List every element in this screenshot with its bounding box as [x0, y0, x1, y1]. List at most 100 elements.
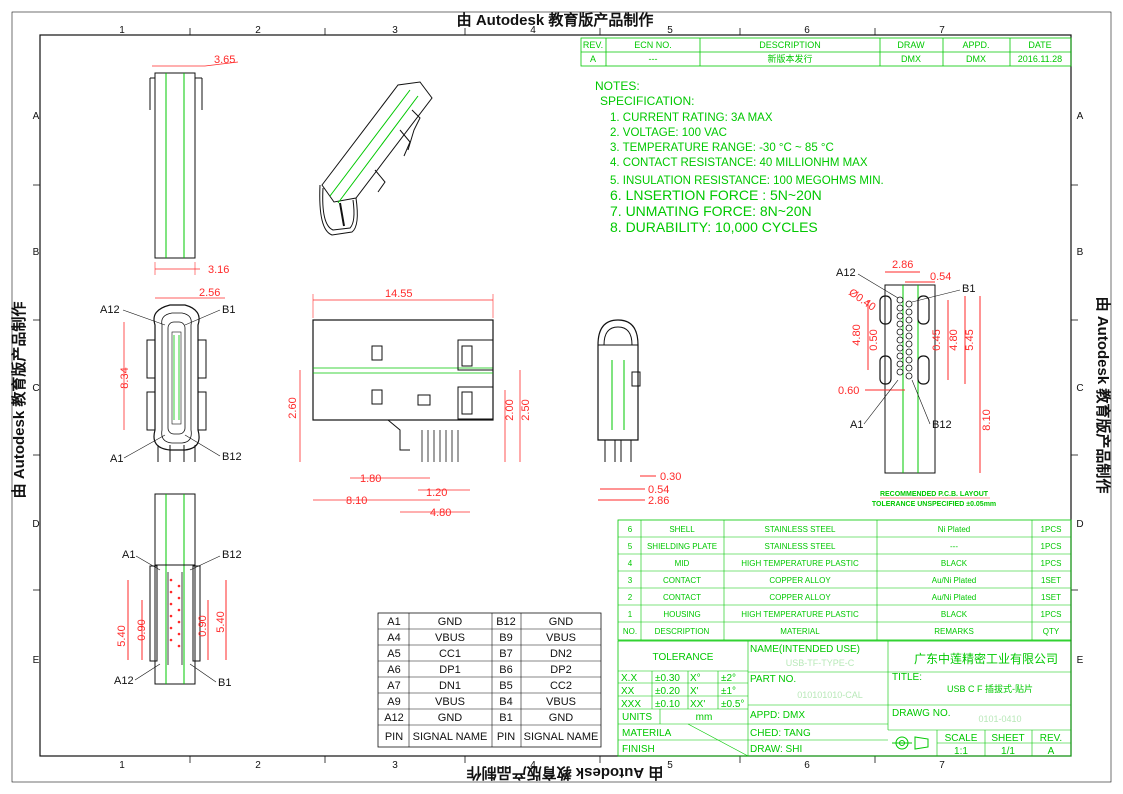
pin-cell-a-signal: GND	[438, 616, 463, 628]
rev-header-draw: DRAW	[897, 40, 925, 50]
scale-value: 1:1	[954, 746, 968, 757]
end-view: 0.30 0.54 2.86	[597, 319, 681, 507]
pin-header: PIN SIGNAL NAME PIN SIGNAL NAME	[385, 731, 599, 743]
pin-header-pin-b: PIN	[497, 731, 515, 743]
rev-header-description: DESCRIPTION	[759, 40, 821, 50]
bom-cell-material: HIGH TEMPERATURE PLASTIC	[741, 559, 859, 568]
dim-pcb-040: Ø0.40	[846, 287, 877, 314]
dim-pcb-286: 2.86	[892, 259, 913, 271]
dim-side-h1: 2.60	[287, 397, 299, 418]
bom-table	[617, 519, 1072, 641]
front-label-b12: B12	[222, 451, 242, 463]
note-item-5: 5. INSULATION RESISTANCE: 100 MEGOHMS MI…	[610, 175, 884, 187]
bom-cell-qty: 1SET	[1041, 576, 1061, 585]
note-item-1: 1. CURRENT RATING: 3A MAX	[610, 112, 773, 124]
bom-cell-no: 1	[628, 610, 633, 619]
notes-block: NOTES: SPECIFICATION: 1. CURRENT RATING:…	[595, 79, 884, 235]
name-label: NAME(INTENDED USE)	[750, 644, 860, 655]
col-label-5: 5	[667, 25, 673, 36]
pin-cell-a-signal: DN1	[439, 680, 461, 692]
pcb-note-2: TOLERANCE UNSPECIFIED ±0.05mm	[872, 501, 996, 508]
scale-label: SCALE	[945, 733, 978, 744]
bom-header-material: MATERIAL	[780, 627, 820, 636]
col-label-1-bottom: 1	[119, 760, 125, 771]
watermark-left: 由 Autodesk 教育版产品制作	[10, 302, 28, 499]
bom-cell-remarks: BLACK	[941, 559, 968, 568]
notes-title: NOTES:	[595, 79, 640, 93]
front-view: 2.56 8.34 A12 B1 A1 B12	[100, 287, 242, 465]
bom-cell-material: COPPER ALLOY	[769, 576, 831, 585]
rev-cell-ecn: ---	[649, 54, 658, 64]
bottom-label-a1: A1	[122, 549, 135, 561]
bom-cell-qty: 1SET	[1041, 593, 1061, 602]
dim-bottom-540a: 5.40	[116, 625, 128, 646]
dim-side-120: 1.20	[426, 487, 447, 499]
note-item-7: 7. UNMATING FORCE: 8N~20N	[610, 203, 812, 219]
dim-pcb-545: 5.45	[964, 329, 976, 350]
rev-header-rev: REV.	[583, 40, 603, 50]
pcb-label-a1: A1	[850, 419, 863, 431]
bom-cell-description: SHIELDING PLATE	[647, 542, 717, 551]
front-label-a12: A12	[100, 304, 120, 316]
pin-cell-a-pin: A12	[384, 712, 404, 724]
outer-border	[11, 11, 1112, 783]
rev-header-appd: APPD.	[962, 40, 989, 50]
col-label-4-bottom: 4	[530, 760, 536, 771]
watermark-right: 由 Autodesk 教育版产品制作	[1094, 297, 1112, 494]
dim-side-480: 4.80	[430, 507, 451, 519]
dim-side-h2: 2.00	[504, 399, 516, 420]
notes-subtitle: SPECIFICATION:	[600, 94, 694, 108]
rev-cell-description: 新版本发行	[767, 53, 812, 64]
name-value: USB-TF-TYPE-C	[786, 658, 855, 668]
appd-label: APPD: DMX	[750, 710, 805, 721]
dim-pcb-060: 0.60	[838, 385, 859, 397]
rev-cell-date: 2016.11.28	[1018, 54, 1062, 64]
pin-cell-b-pin: B4	[499, 696, 512, 708]
ched-label: CHED: TANG	[750, 728, 811, 739]
row-label-e: E	[33, 655, 40, 666]
zone-ticks	[33, 28, 1078, 763]
rev-cell-appd: DMX	[966, 54, 986, 64]
dim-side-810: 8.10	[346, 495, 367, 507]
pcb-label-a12: A12	[836, 267, 856, 279]
col-label-6-bottom: 6	[804, 760, 810, 771]
units-value: mm	[696, 712, 713, 723]
sheet-value: 1/1	[1001, 746, 1015, 757]
bom-header-remarks: REMARKS	[934, 627, 974, 636]
pin-cell-a-signal: GND	[438, 712, 463, 724]
rev-cell-draw: DMX	[901, 54, 921, 64]
pin-cell-a-signal: VBUS	[435, 632, 465, 644]
dim-end-286: 2.86	[648, 495, 669, 507]
tol-cell-format: XXX	[621, 699, 641, 710]
bom-cell-qty: 1PCS	[1041, 559, 1062, 568]
drawno-value: 0101-0410	[978, 714, 1021, 724]
pin-cell-b-signal: GND	[549, 616, 574, 628]
pin-cell-b-pin: B12	[496, 616, 516, 628]
bom-cell-description: SHELL	[669, 525, 695, 534]
dim-front-height: 8.34	[119, 367, 131, 388]
tol-cell-linear: ±0.30	[655, 673, 680, 684]
dim-end-030: 0.30	[660, 471, 681, 483]
units-label: UNITS	[622, 712, 652, 723]
pin-cell-a-pin: A4	[387, 632, 400, 644]
row-label-a-right: A	[1077, 111, 1084, 122]
revision-block: REV. ECN NO. DESCRIPTION DRAW APPD. DATE…	[580, 37, 1072, 67]
bom-cell-remarks: Au/Ni Plated	[932, 593, 976, 602]
inner-border	[39, 34, 1072, 757]
bom-cell-no: 6	[628, 525, 633, 534]
pin-header-pin-a: PIN	[385, 731, 403, 743]
bom-cell-description: HOUSING	[663, 610, 700, 619]
row-label-d: D	[32, 519, 39, 530]
front-label-b1: B1	[222, 304, 235, 316]
note-item-2: 2. VOLTAGE: 100 VAC	[610, 127, 727, 139]
pin-cell-b-signal: CC2	[550, 680, 572, 692]
dim-pcb-054: 0.54	[930, 271, 951, 283]
tol-cell-angle: ±1°	[721, 686, 736, 697]
tol-cell-linear: ±0.20	[655, 686, 680, 697]
pin-table	[377, 612, 602, 748]
rev-label: REV.	[1040, 733, 1062, 744]
dim-bottom-090b: 0.90	[197, 615, 209, 636]
